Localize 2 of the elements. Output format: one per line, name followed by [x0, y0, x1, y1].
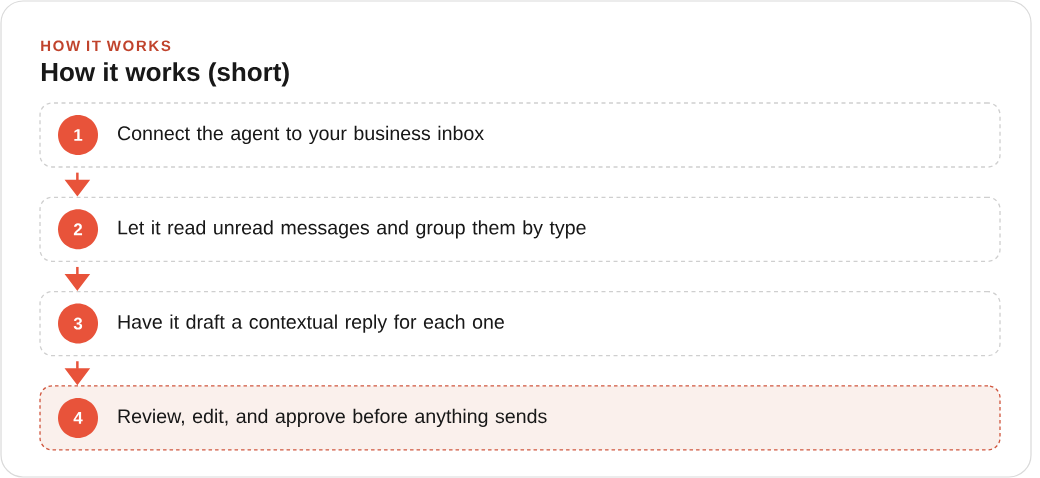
title-heading: How it works (short) [41, 62, 289, 87]
eyebrow-label: HOW IT WORKS [41, 40, 171, 52]
